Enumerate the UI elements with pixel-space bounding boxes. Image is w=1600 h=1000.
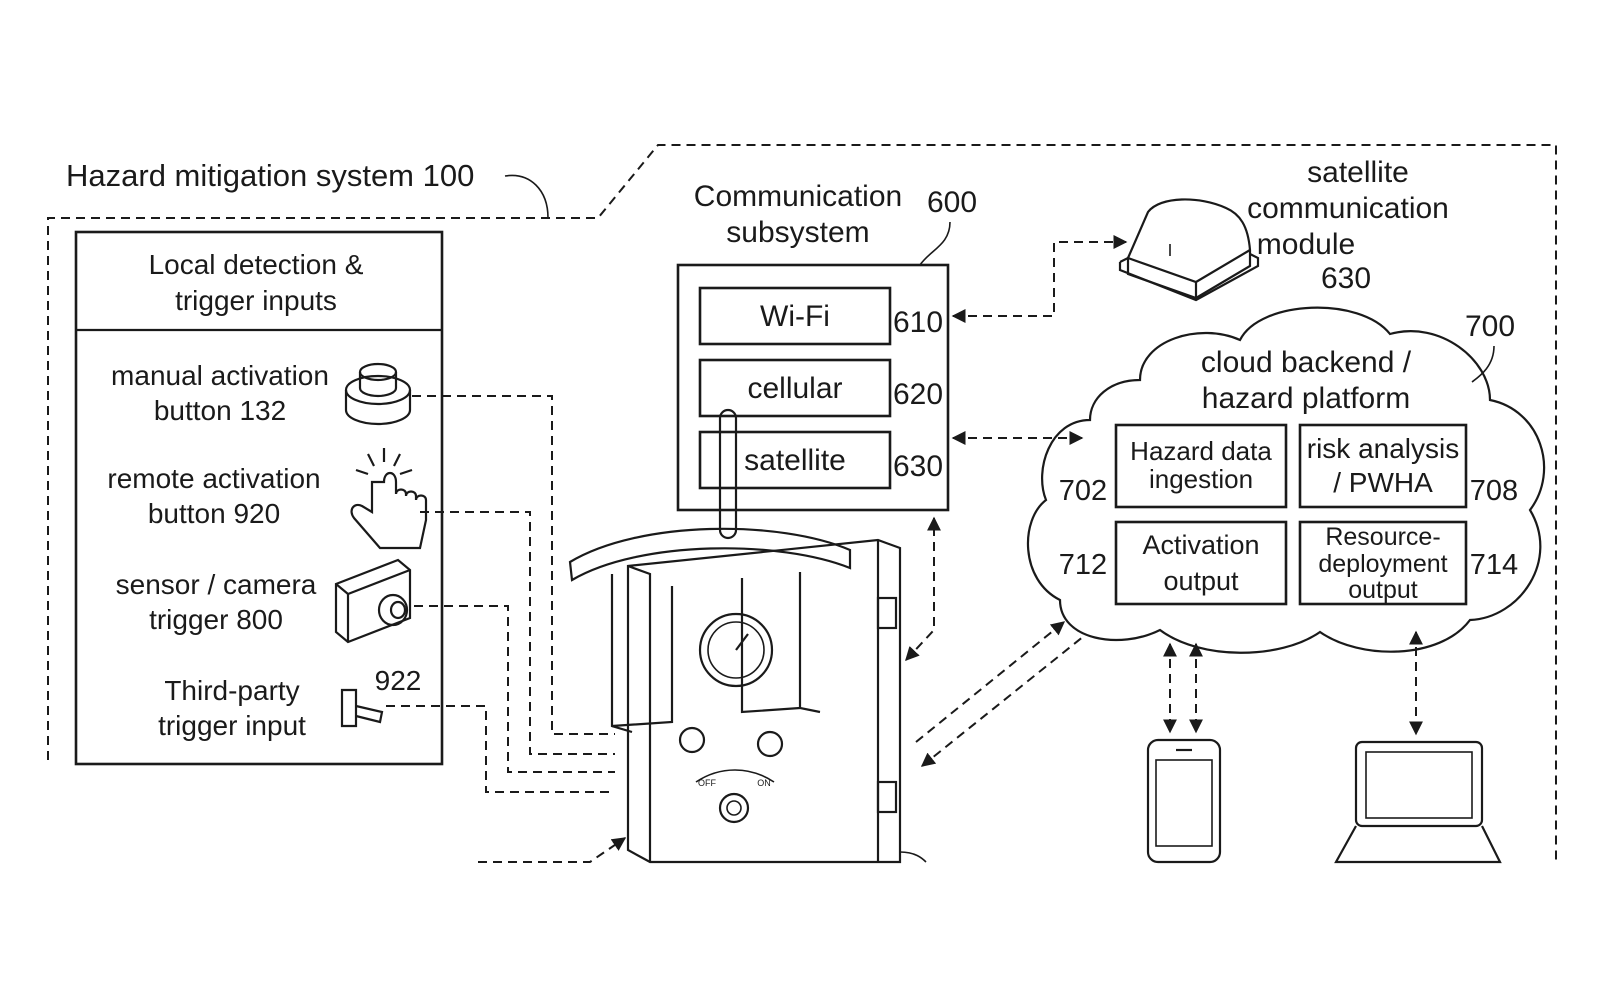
system-boundary (47, 144, 1557, 862)
satellite-module-ref: 630 (1321, 262, 1371, 295)
cellular-channel: cellular (747, 372, 842, 405)
communication-subsystem: Communication subsystem 600 Wi-Fi cellul… (676, 180, 977, 512)
wifi-channel: Wi-Fi (760, 300, 830, 333)
satellite-ref: 630 (893, 450, 943, 483)
risk-analysis-line2: / PWHA (1333, 467, 1433, 498)
external-input-link (478, 837, 627, 863)
sensor-camera-label: sensor / camera (116, 569, 317, 600)
remote-button-link (420, 511, 615, 755)
third-party-ref: 922 (375, 665, 422, 696)
device-cloud-link-2 (920, 635, 1085, 767)
laptop-icon (1334, 740, 1502, 864)
camera-sensor-icon (334, 558, 412, 644)
ingestion-ref: 702 (1059, 475, 1107, 507)
satellite-module-line1: satellite (1307, 156, 1409, 189)
hazard-ingestion-line2: ingestion (1149, 464, 1253, 494)
remote-activation-ref: button 920 (148, 498, 280, 529)
hood-icon (568, 527, 852, 582)
activation-ref: 712 (1059, 549, 1107, 581)
resource-output-line3: output (1348, 576, 1418, 604)
smartphone-icon (1146, 738, 1222, 864)
manual-activation-ref: button 132 (154, 395, 286, 426)
cloud-title-line2: hazard platform (1202, 382, 1410, 415)
activation-output-line1: Activation (1142, 530, 1259, 560)
cloud-backend: cloud backend / hazard platform 700 Haza… (1026, 306, 1546, 654)
hazard-ingestion-line1: Hazard data (1130, 436, 1272, 466)
rotary-switch-icon (718, 792, 750, 824)
panel-header-line1: Local detection & (149, 249, 364, 280)
push-button-icon (344, 362, 412, 426)
sensor-link (414, 605, 615, 773)
resource-output-line1: Resource- (1325, 523, 1440, 551)
cloud-ref: 700 (1465, 310, 1515, 343)
activation-output-line2: output (1163, 566, 1239, 596)
comm-satellite-link (951, 235, 1128, 323)
hinge-bottom-icon (876, 780, 898, 814)
local-detection-panel: Local detection & trigger inputs manual … (74, 230, 444, 766)
satellite-module-icon (1118, 198, 1260, 302)
panel-header-line2: trigger inputs (175, 285, 337, 316)
device-comm-link (905, 516, 941, 662)
gauge-icon (698, 612, 774, 688)
risk-ref: 708 (1470, 475, 1518, 507)
third-party-link (386, 705, 615, 793)
comm-title-line1: Communication (694, 180, 902, 213)
cellular-ref: 620 (893, 378, 943, 411)
wifi-ref: 610 (893, 306, 943, 339)
manual-activation-label: manual activation (111, 360, 329, 391)
hand-touch-icon (350, 448, 428, 550)
third-party-line2: trigger input (158, 710, 306, 741)
switch-off-label: OFF (698, 778, 716, 788)
third-party-switch-icon (340, 688, 384, 728)
satellite-module-line2: communication (1247, 192, 1449, 225)
switch-on-label: ON (757, 778, 771, 788)
satellite-channel: satellite (744, 444, 846, 477)
manual-button-link (412, 395, 615, 735)
comm-ref: 600 (927, 186, 977, 219)
cloud-title-line1: cloud backend / (1201, 346, 1412, 379)
title-leader (504, 174, 549, 219)
antenna-icon (718, 408, 738, 540)
sensor-camera-ref: trigger 800 (149, 604, 283, 635)
comm-title-line2: subsystem (726, 216, 869, 249)
hinge-top-icon (876, 596, 898, 630)
resource-output-line2: deployment (1318, 550, 1447, 578)
risk-analysis-line1: risk analysis (1307, 433, 1459, 464)
third-party-label: Third-party (164, 675, 299, 706)
resource-ref: 714 (1470, 549, 1518, 581)
device-cloud-link-1 (915, 621, 1066, 743)
hazard-device: OFF ON (568, 408, 927, 864)
system-title: Hazard mitigation system 100 (66, 158, 474, 193)
satellite-module-line3: module (1257, 228, 1355, 261)
indicator-right-icon (756, 730, 784, 758)
indicator-left-icon (678, 726, 706, 754)
remote-activation-label: remote activation (107, 463, 320, 494)
